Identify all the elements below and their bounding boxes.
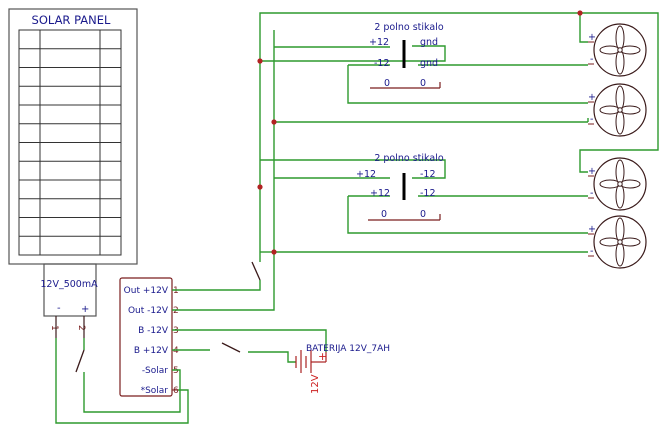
controller-pin-label: -Solar xyxy=(142,366,168,376)
controller-pin-label: B +12V xyxy=(134,346,169,356)
fan: +- xyxy=(588,157,647,211)
controller-pin-number: 5 xyxy=(173,366,179,376)
fan-minus-label: - xyxy=(590,246,593,257)
switch-top-right-bot: 0 xyxy=(420,78,426,89)
fan-plus-label: + xyxy=(588,92,596,103)
switch-bottom: 2 polno stikalo +12 -12 +12 -12 0 0 xyxy=(356,153,444,221)
regulator-plus: + xyxy=(81,304,89,315)
fan: +- xyxy=(588,83,647,137)
switch-top-right-top: gnd xyxy=(420,37,438,48)
battery-label: BATERIJA 12V_7AH xyxy=(306,344,390,354)
switch-top: 2 polno stikalo +12 gnd -12 gnd 0 0 xyxy=(369,22,444,89)
switch-top-left-bot: 0 xyxy=(384,78,390,89)
wires-controller xyxy=(55,248,327,424)
fan-minus-label: - xyxy=(590,54,593,65)
controller-pin-number: 6 xyxy=(173,386,179,396)
switch-bottom-right-top: -12 xyxy=(420,169,436,180)
regulator-minus: - xyxy=(57,303,61,314)
switch-bottom-right-bot: 0 xyxy=(420,209,426,220)
controller-pin-label: Out +12V xyxy=(124,286,169,296)
fan-plus-label: + xyxy=(588,32,596,43)
fan-plus-label: + xyxy=(588,166,596,177)
switch-top-left-mid: -12 xyxy=(374,58,390,69)
controller-pin-label: *Solar xyxy=(141,386,169,396)
solar-panel: SOLAR PANEL xyxy=(8,8,138,265)
battery-voltage: 12V xyxy=(310,374,321,394)
controller-pin-number: 1 xyxy=(173,286,179,296)
switch-bottom-right-mid: -12 xyxy=(420,188,436,199)
switch-top-right-mid: gnd xyxy=(420,58,438,69)
battery: + BATERIJA 12V_7AH 12V xyxy=(295,344,390,394)
controller-pin-number: 3 xyxy=(173,326,179,336)
wires-bus xyxy=(259,12,659,253)
fans: +-+-+-+- xyxy=(588,23,647,269)
regulator-pin1: 1 xyxy=(49,325,59,331)
switch-top-left-top: +12 xyxy=(369,37,389,48)
controller-pin-label: B -12V xyxy=(138,326,169,336)
controller-pin-number: 2 xyxy=(173,306,179,316)
regulator-pin2: 2 xyxy=(76,325,86,331)
regulator-box: 12V_500mA - + 1 2 xyxy=(40,263,98,331)
fan: +- xyxy=(588,215,647,269)
fan-minus-label: - xyxy=(590,188,593,199)
junction-dots xyxy=(257,10,583,255)
controller-pin-number: 4 xyxy=(173,346,179,356)
fan-plus-label: + xyxy=(588,224,596,235)
fan: +- xyxy=(588,23,647,77)
switch-top-title: 2 polno stikalo xyxy=(374,22,444,33)
controller-pin-label: Out -12V xyxy=(128,306,169,316)
solar-panel-title: SOLAR PANEL xyxy=(32,13,111,27)
switch-bottom-left-bot: 0 xyxy=(381,209,387,220)
fan-minus-label: - xyxy=(590,114,593,125)
battery-plus: + xyxy=(318,350,327,363)
regulator-label: 12V_500mA xyxy=(40,279,98,290)
switch-bottom-left-top: +12 xyxy=(356,169,376,180)
switch-bottom-left-mid: +12 xyxy=(370,188,390,199)
switch-bottom-title: 2 polno stikalo xyxy=(374,153,444,164)
